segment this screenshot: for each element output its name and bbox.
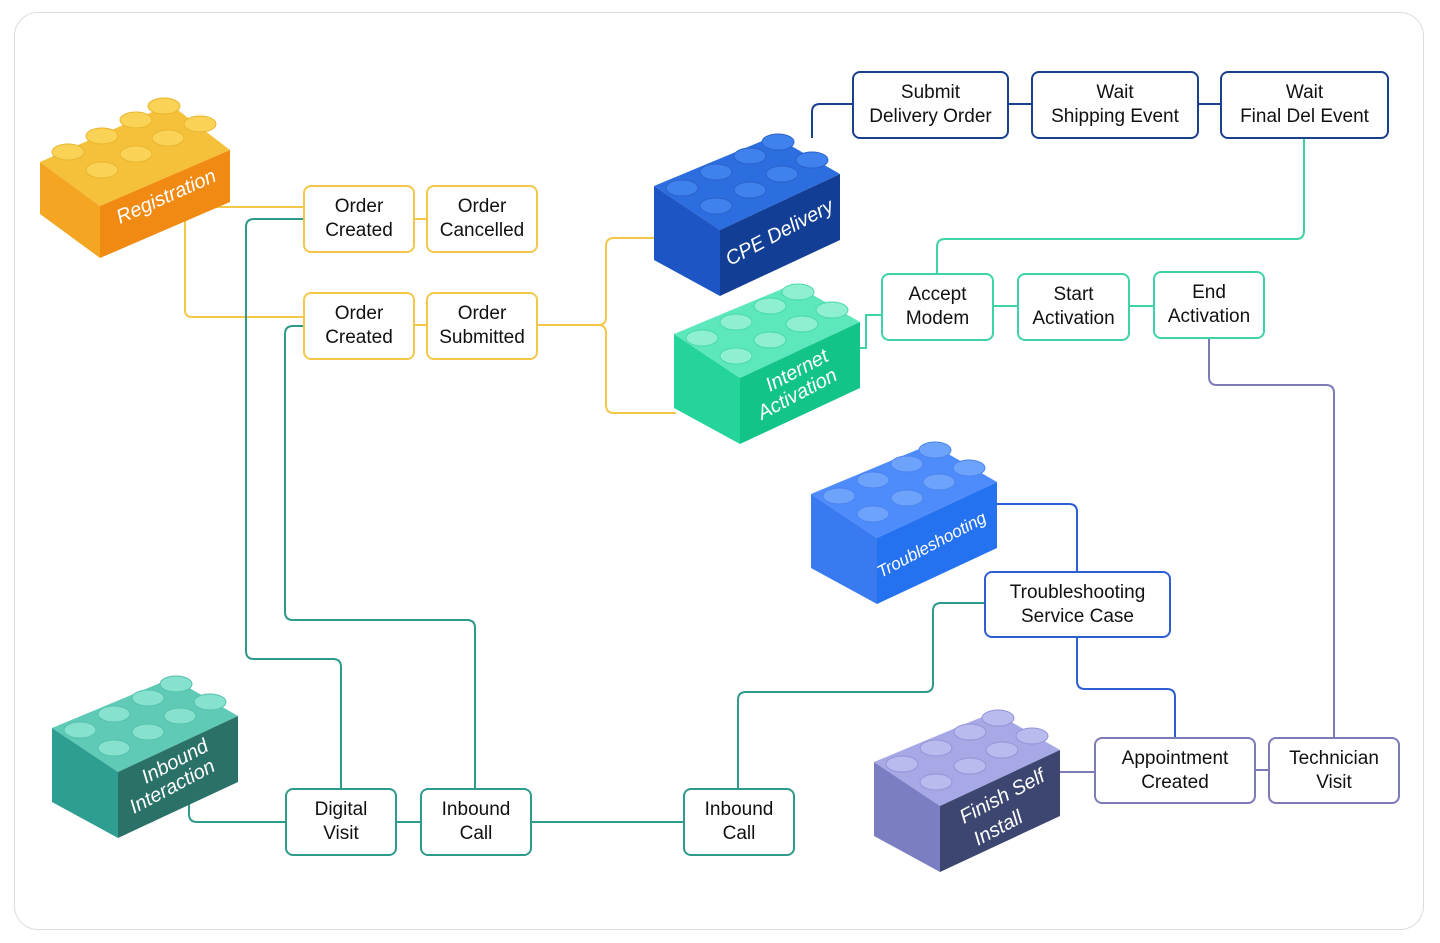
inbound-call-box-2: Inbound Call: [683, 788, 795, 856]
connector-end-technician: [1208, 339, 1335, 738]
order-created-box-1: Order Created: [303, 185, 415, 253]
order-created-box-2: Order Created: [303, 292, 415, 360]
digital-visit-box: Digital Visit: [285, 788, 397, 856]
connector-submitted-cpe: [537, 237, 656, 326]
connector-interaction-digital: [188, 788, 285, 823]
connector-final-accept: [936, 139, 1305, 273]
start-activation-box: Start Activation: [1017, 273, 1130, 341]
troubleshooting-service-case-box: Troubleshooting Service Case: [984, 571, 1171, 638]
connector-registration-order-created-2: [184, 207, 303, 318]
connector-inbound-troubleshooting-case: [737, 602, 984, 788]
connector-digital-order-created: [245, 218, 342, 788]
connector-cpe-submit: [811, 103, 852, 138]
inbound-call-box-1: Inbound Call: [420, 788, 532, 856]
order-submitted-box: Order Submitted: [426, 292, 538, 360]
order-cancelled-box: Order Cancelled: [426, 185, 538, 253]
connector-troubleshooting-case: [995, 503, 1078, 571]
technician-visit-box: Technician Visit: [1268, 737, 1400, 804]
connector-activation-accept: [860, 314, 881, 349]
connector-case-appointment: [1076, 637, 1176, 737]
submit-delivery-order-box: Submit Delivery Order: [852, 71, 1009, 139]
connector-inbound-order-created: [284, 325, 476, 788]
end-activation-box: End Activation: [1153, 271, 1265, 339]
connector-submitted-activation: [597, 324, 676, 414]
accept-modem-box: Accept Modem: [881, 273, 994, 341]
wait-final-del-event-box: Wait Final Del Event: [1220, 71, 1389, 139]
wait-shipping-event-box: Wait Shipping Event: [1031, 71, 1199, 139]
appointment-created-box: Appointment Created: [1094, 737, 1256, 804]
